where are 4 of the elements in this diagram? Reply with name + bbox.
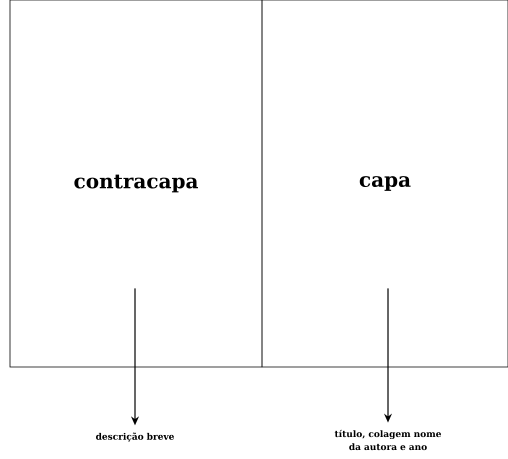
cover-panel: contracapa	[10, 0, 262, 368]
caption-text: título, colagem nome da autora e ano	[334, 430, 442, 450]
caption-text: descrição breve	[96, 432, 174, 442]
cover-panel: capa	[262, 0, 508, 368]
